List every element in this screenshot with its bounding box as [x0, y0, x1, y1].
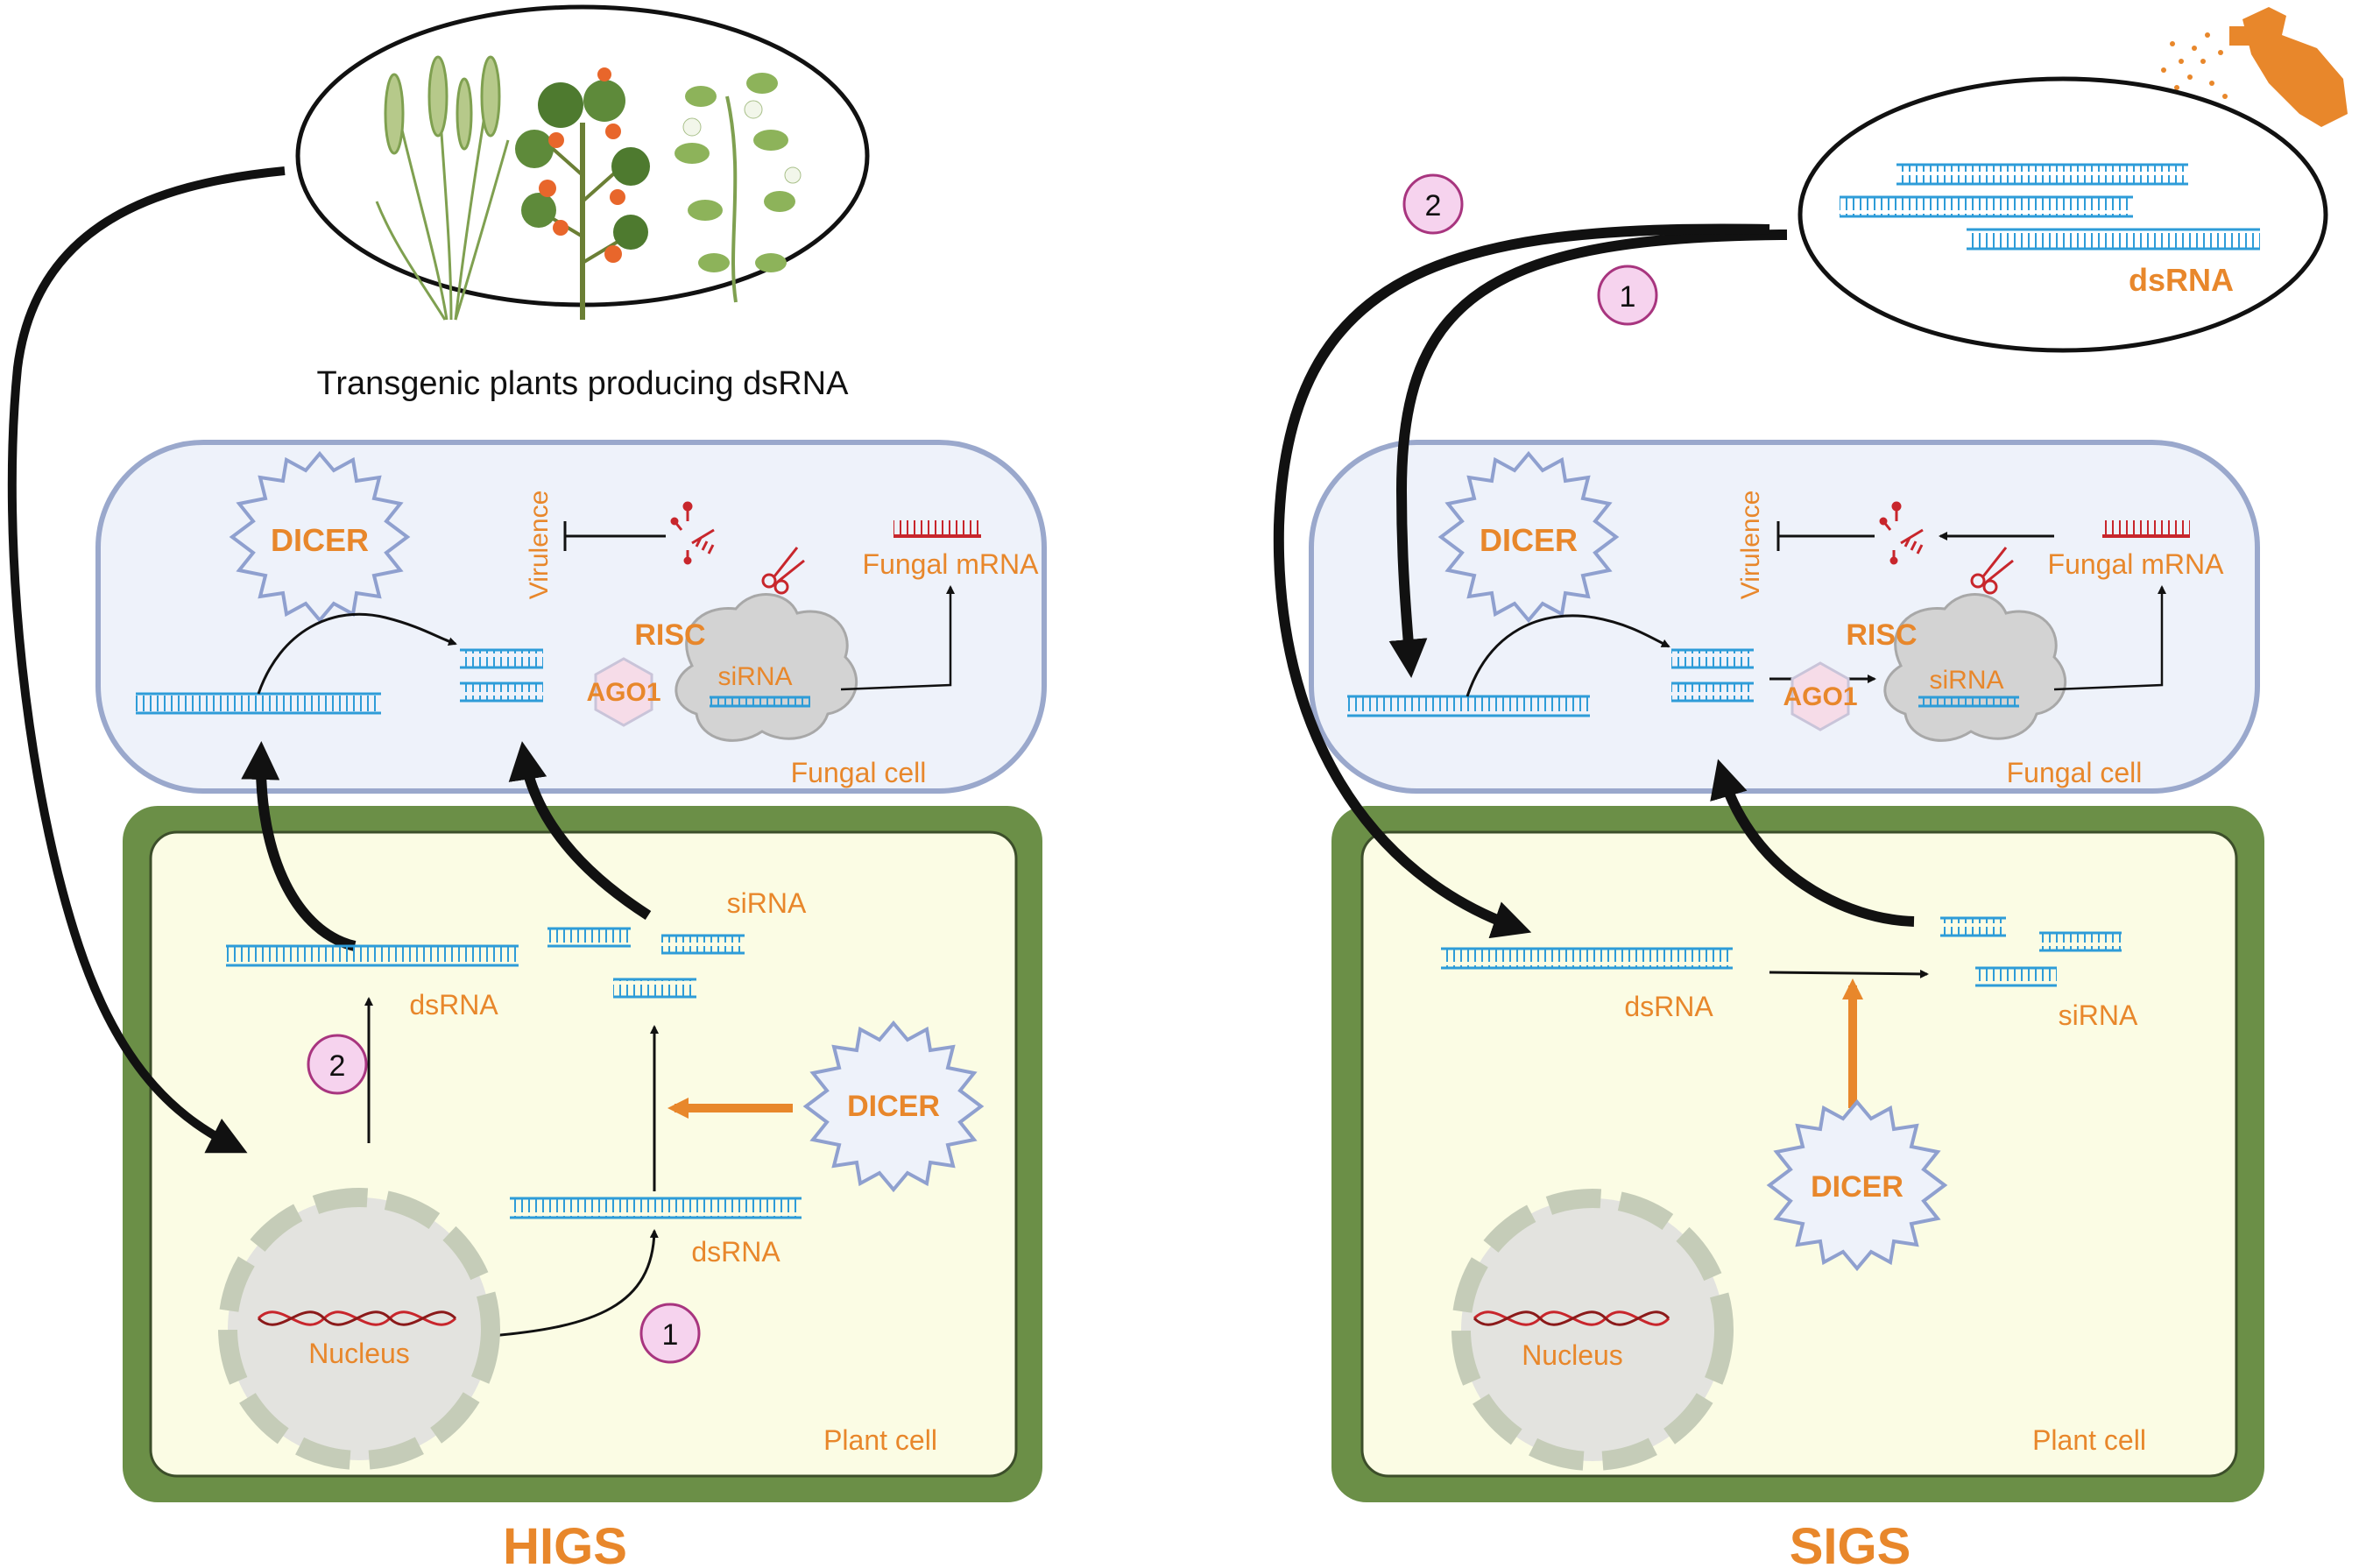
- sigs-dicing-arrow-plant: [1769, 969, 1929, 978]
- plants-caption: Transgenic plants producing dsRNA: [317, 365, 850, 402]
- sigs-dsrna-fungal-long: [1347, 695, 1590, 717]
- dicer-fungal-label: DICER: [271, 522, 369, 558]
- sigs-risc-complex: [1883, 593, 2067, 742]
- virulence-label: Virulence: [525, 491, 554, 600]
- step-2-badge: [307, 1034, 368, 1095]
- higs-title: HIGS: [503, 1518, 627, 1568]
- wheat-plant-icon: [375, 55, 510, 321]
- ago1-hexagon: [594, 657, 653, 727]
- sigs-dicer-plant-label: DICER: [1811, 1170, 1903, 1204]
- dsrna-plant-top: [226, 944, 519, 967]
- sigs-fungal-mrna-label: Fungal mRNA: [2048, 548, 2225, 580]
- dsrna-uptake-arrow: [241, 741, 357, 951]
- nucleus-sigs-label: Nucleus: [1522, 1339, 1623, 1371]
- transgene-arrow: [7, 166, 286, 1154]
- sigs-direct-uptake-arrow: [1388, 230, 1788, 678]
- sirna-fungal-stack: [460, 648, 543, 703]
- sigs-title: SIGS: [1790, 1518, 1911, 1568]
- sigs-dicer-fungal-label: DICER: [1480, 522, 1578, 558]
- dicer-plant-star: [802, 1020, 985, 1193]
- sigs-step-2-label: 2: [1425, 189, 1442, 222]
- fungal-cell: [95, 440, 1047, 794]
- sprayed-dsrna-label: dsRNA: [2129, 262, 2234, 298]
- sigs-dicing-arrow-fungal: [1466, 614, 1670, 697]
- dicer-fungal-star: [229, 450, 411, 624]
- dsrna-plant-bottom: [510, 1197, 802, 1219]
- degraded-mrna-icon: [670, 501, 715, 565]
- sigs-risc-sirna-label: siRNA: [1929, 666, 2003, 695]
- sigs-step-2-badge: [1402, 173, 1464, 235]
- sigs-dicer-fungal-star: [1437, 450, 1620, 624]
- spray-bottle-icon: [2161, 7, 2348, 127]
- fungal-mrna-label: Fungal mRNA: [863, 548, 1040, 580]
- sigs-fungal-mrna-strand: [2102, 520, 2190, 538]
- pea-plant-icon: [675, 73, 802, 303]
- nucleus-higs: [218, 1188, 500, 1470]
- sigs-fungal-cell-label: Fungal cell: [2007, 757, 2143, 788]
- step-1-badge: [639, 1303, 701, 1364]
- sigs-virulence-label: Virulence: [1736, 491, 1765, 600]
- fungal-mrna-strand: [893, 520, 981, 538]
- dsrna-plant-top-label: dsRNA: [409, 989, 498, 1021]
- ago1-label: AGO1: [586, 678, 660, 707]
- sigs-risc-to-mrna-arrow: [2053, 585, 2166, 691]
- risc-label: RISC: [634, 618, 705, 652]
- sigs-dsrna-plant-label: dsRNA: [1624, 991, 1713, 1022]
- scissors-icon: [761, 547, 805, 595]
- risc-to-mrna-arrow: [840, 585, 955, 691]
- nucleus-to-dsrna-bottom-arrow: [490, 1229, 659, 1338]
- dicer-plant-label: DICER: [847, 1090, 940, 1123]
- sirna-plant-group: [547, 927, 745, 999]
- sigs-sirna-uptake-arrow: [1710, 759, 1915, 927]
- dicing-arrow-fungal: [257, 612, 457, 695]
- sigs-panel: dsRNA 2 1 DICER: [1273, 7, 2348, 1568]
- sigs-step-1-label: 1: [1620, 280, 1636, 314]
- virulence-inhibition-line: [563, 521, 666, 551]
- sigs-sirna-fungal-stack: [1671, 648, 1754, 703]
- step-1-label: 1: [662, 1318, 679, 1352]
- sigs-plant-cell-label: Plant cell: [2032, 1424, 2146, 1456]
- nucleus-higs-label: Nucleus: [308, 1338, 410, 1369]
- sigs-step-1-badge: [1597, 265, 1658, 326]
- sigs-degraded-mrna-icon: [1879, 501, 1924, 565]
- sigs-risc-label: RISC: [1846, 618, 1917, 652]
- sigs-sirna-plant-label: siRNA: [2059, 999, 2138, 1031]
- higs-panel: Transgenic plants producing dsRNA DICER …: [7, 4, 1047, 1568]
- sigs-ago1-label: AGO1: [1783, 682, 1857, 711]
- nucleus-sigs: [1451, 1189, 1734, 1471]
- sirna-plant-label: siRNA: [727, 887, 807, 919]
- fungal-cell-label: Fungal cell: [791, 757, 927, 788]
- risc-sirna-label: siRNA: [717, 662, 792, 691]
- sigs-dicer-plant-star: [1766, 1098, 1948, 1272]
- tomato-plant-icon: [515, 67, 650, 320]
- sigs-scissors-icon: [1970, 547, 2014, 595]
- transgenic-plants-bubble: [295, 4, 870, 321]
- risc-complex: [675, 593, 858, 742]
- dsrna-fungal-long: [136, 692, 381, 715]
- step-2-label: 2: [329, 1049, 346, 1083]
- sigs-fungal-cell: [1309, 440, 2260, 794]
- plant-cell-label: Plant cell: [823, 1424, 937, 1456]
- sigs-ago1-hexagon: [1790, 661, 1850, 731]
- sigs-dsrna-plant: [1441, 947, 1733, 970]
- sprayed-dsrna-strands: [1840, 163, 2260, 251]
- dsrna-plant-bottom-label: dsRNA: [691, 1236, 780, 1268]
- sigs-virulence-inhibition-line: [1776, 521, 1875, 551]
- sigs-plant-uptake-arrow: [1273, 223, 1770, 939]
- sigs-sirna-plant-group: [1940, 916, 2122, 987]
- sirna-uptake-arrow: [508, 741, 652, 921]
